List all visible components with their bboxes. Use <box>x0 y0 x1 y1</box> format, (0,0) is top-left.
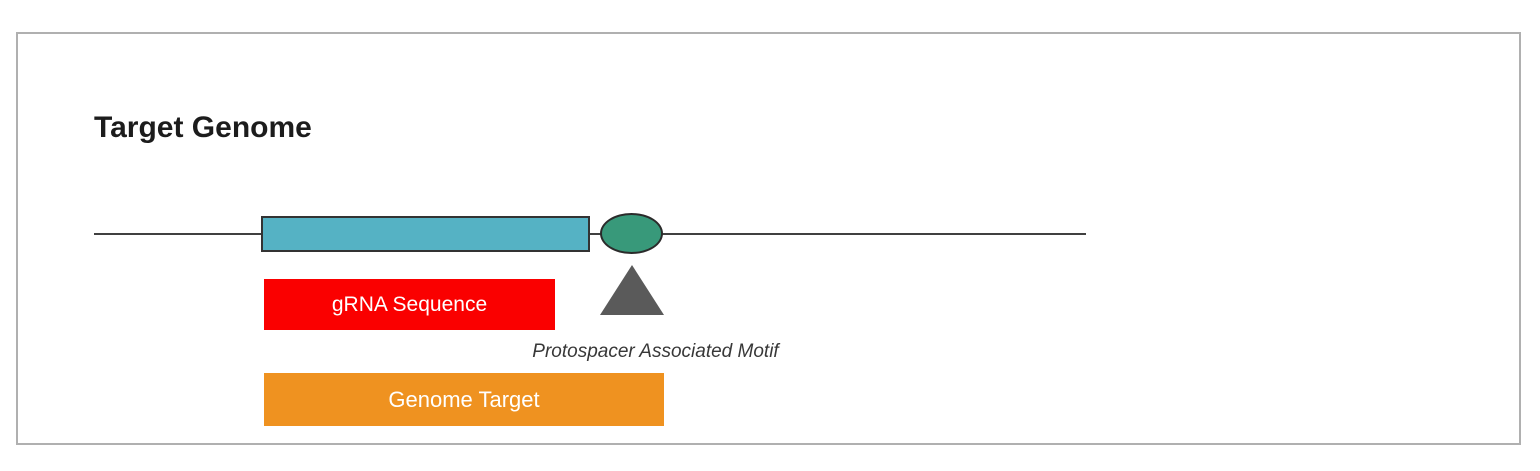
grna-sequence-label: gRNA Sequence <box>264 279 555 330</box>
pam-caption: Protospacer Associated Motif <box>532 341 779 362</box>
diagram-panel: Target Genome gRNA Sequence Protospacer … <box>16 32 1521 445</box>
diagram-title: Target Genome <box>94 111 312 144</box>
grna-binding-region-box <box>261 216 590 252</box>
genome-line <box>94 233 1086 235</box>
genome-target-label: Genome Target <box>264 373 664 426</box>
pam-pointer-triangle-icon <box>600 265 664 315</box>
pam-site-ellipse <box>600 213 663 254</box>
